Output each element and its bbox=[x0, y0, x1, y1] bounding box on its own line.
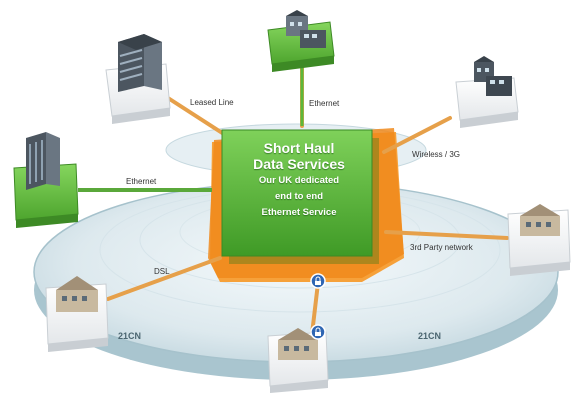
node-wireless bbox=[455, 56, 519, 128]
label-third-party: 3rd Party network bbox=[410, 243, 474, 252]
office-campus-icon-2 bbox=[474, 56, 512, 96]
center-sub-line2: end to end bbox=[274, 191, 324, 202]
link-wireless bbox=[382, 116, 452, 154]
office-tower-icon bbox=[118, 34, 162, 92]
node-third-party bbox=[507, 204, 571, 276]
label-dsl: DSL bbox=[154, 267, 170, 276]
node-ethernet-left bbox=[13, 132, 79, 228]
network-label-left: 21CN bbox=[118, 331, 141, 341]
label-ethernet-top: Ethernet bbox=[309, 99, 340, 108]
warehouse-icon bbox=[520, 204, 560, 236]
lock-icon bbox=[310, 273, 326, 289]
node-dsl bbox=[45, 276, 109, 352]
office-campus-icon bbox=[286, 10, 326, 48]
network-label-right: 21CN bbox=[418, 331, 441, 341]
warehouse-icon-3 bbox=[278, 328, 318, 360]
office-tower-icon-2 bbox=[26, 132, 60, 190]
center-service-text: Short Haul Data Services Our UK dedicate… bbox=[224, 140, 374, 220]
center-title-line1: Short Haul bbox=[263, 140, 335, 156]
node-ethernet-top bbox=[267, 10, 335, 72]
link-third-party bbox=[384, 230, 509, 240]
node-leased-line bbox=[105, 34, 171, 124]
label-wireless: Wireless / 3G bbox=[412, 150, 460, 159]
label-ethernet-left: Ethernet bbox=[126, 177, 157, 186]
label-leased-line: Leased Line bbox=[190, 98, 234, 107]
lock-icon-2 bbox=[310, 324, 326, 340]
link-leased-line bbox=[166, 96, 232, 140]
center-sub-line1: Our UK dedicated bbox=[258, 175, 340, 186]
center-sub-line3: Ethernet Service bbox=[261, 207, 337, 218]
node-bottom bbox=[267, 328, 329, 393]
link-dsl bbox=[106, 256, 222, 301]
center-service-box bbox=[221, 129, 379, 264]
warehouse-icon-2 bbox=[56, 276, 98, 312]
link-bottom bbox=[310, 281, 320, 336]
center-title-line2: Data Services bbox=[253, 156, 345, 172]
